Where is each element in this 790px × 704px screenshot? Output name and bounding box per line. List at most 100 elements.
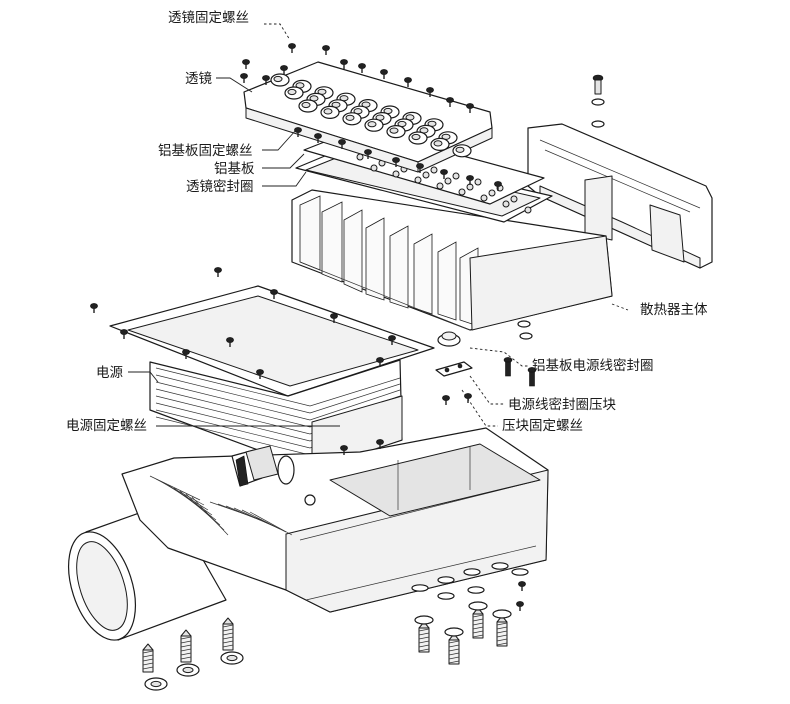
lens-dome-highlight <box>367 121 377 128</box>
label-lens-screws: 透镜固定螺丝 <box>168 10 249 26</box>
label-lens: 透镜 <box>185 71 212 87</box>
bolt-thread <box>142 662 154 666</box>
bolt-thread <box>418 648 430 652</box>
bolt-thread <box>142 658 154 662</box>
screw-head <box>404 77 412 83</box>
led-chip <box>370 164 378 172</box>
washer <box>591 120 605 128</box>
led-chip <box>452 172 460 180</box>
bolt-thread <box>496 638 508 642</box>
bolt-thread <box>472 622 484 626</box>
screw-shank <box>505 361 511 377</box>
lens-array <box>243 61 493 173</box>
screw-head <box>442 395 450 401</box>
led-chip <box>458 188 466 196</box>
screw-head <box>262 75 270 81</box>
labels: 透镜固定螺丝 透镜 铝基板固定螺丝 铝基板 透镜密封圈 散热器主体 铝基板电源线… <box>66 10 708 434</box>
bolt-shank <box>496 621 508 647</box>
led-chip <box>430 166 438 174</box>
bolt-thread <box>496 622 508 626</box>
label-wire-seal-block: 电源线密封圈压块 <box>508 396 616 413</box>
screw-head <box>182 349 190 355</box>
bolt-head <box>468 601 488 611</box>
bolt-thread <box>180 648 192 652</box>
bolt-thread <box>448 644 460 648</box>
bolt-thread <box>448 640 460 644</box>
bolt-thread <box>418 632 430 636</box>
screw-head <box>376 357 384 363</box>
hex-nut-hole <box>150 680 162 688</box>
screw-head <box>376 439 384 445</box>
screw-head <box>466 103 474 109</box>
bolt-thread <box>448 652 460 656</box>
label-block-screws: 压块固定螺丝 <box>502 418 583 434</box>
washer <box>437 592 455 600</box>
washer <box>491 562 509 570</box>
led-chip <box>502 200 510 208</box>
bolt-thread <box>142 666 154 670</box>
bolt-thread <box>418 640 430 644</box>
bolt-shank <box>472 613 484 639</box>
screw-head <box>392 157 400 163</box>
screw-head <box>322 45 330 51</box>
lens-dome-highlight <box>301 101 311 109</box>
bolt-head <box>444 627 464 637</box>
label-board-wire-seal: 铝基板电源线密封圈 <box>532 357 654 374</box>
screw-head <box>440 169 448 175</box>
power-supply <box>109 285 435 471</box>
bolt-thread <box>472 618 484 622</box>
leader-lines <box>128 23 629 427</box>
lens-dome-highlight <box>323 108 333 115</box>
screw-head <box>340 445 348 451</box>
bolt-thread <box>222 628 234 632</box>
screw-head <box>214 267 222 273</box>
led-chip <box>444 177 452 185</box>
label-power-screws: 电源固定螺丝 <box>66 418 147 434</box>
screw-head <box>240 73 248 79</box>
bolt-thread <box>472 626 484 630</box>
heatsink-fins <box>291 189 613 331</box>
led-chip <box>392 170 400 178</box>
screw-head <box>364 149 372 155</box>
screw-head <box>466 175 474 181</box>
bolt-thread <box>180 652 192 656</box>
washer <box>519 332 533 340</box>
led-chip <box>414 176 422 184</box>
bolt-thread <box>496 630 508 634</box>
psu-fin <box>155 381 401 421</box>
screw-head <box>242 59 250 65</box>
lens-dome-highlight <box>345 114 355 121</box>
lens-dome-highlight <box>455 146 465 153</box>
psu-fin <box>155 374 401 414</box>
screw-head <box>338 139 346 145</box>
screw-head <box>388 335 396 341</box>
lens-dome-highlight <box>287 88 297 96</box>
screw-shank <box>594 79 602 95</box>
screw-head <box>516 601 524 607</box>
bolt-thread <box>222 624 234 628</box>
bolt-thread <box>448 656 460 660</box>
heatsink-body <box>291 123 713 331</box>
lamp-housing <box>68 427 549 641</box>
washer <box>511 568 529 576</box>
screw-head <box>494 181 502 187</box>
screw-head <box>446 97 454 103</box>
lens-dome-highlight <box>411 133 421 141</box>
hex-nut-hole <box>182 666 194 674</box>
housing-rib <box>191 496 229 536</box>
bolt-thread <box>448 648 460 652</box>
led-chip <box>510 195 518 203</box>
label-power-supply: 电源 <box>96 365 123 381</box>
screw-head <box>314 133 322 139</box>
lens-dome-highlight <box>273 75 283 83</box>
bolt-head <box>414 615 434 625</box>
label-heatsink-body: 散热器主体 <box>640 302 708 318</box>
label-board-screws: 铝基板固定螺丝 <box>158 142 253 159</box>
led-chip <box>436 182 444 190</box>
screw-head <box>280 65 288 71</box>
screw-head <box>426 87 434 93</box>
washer <box>467 586 485 594</box>
bolt-thread <box>496 634 508 638</box>
led-chip <box>422 171 430 179</box>
bolt-thread <box>472 630 484 634</box>
